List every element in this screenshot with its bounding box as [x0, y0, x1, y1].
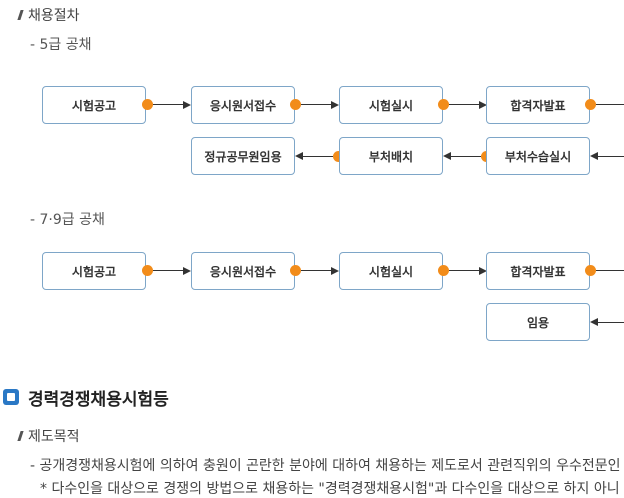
grade5-label: - 5급 공채: [30, 37, 92, 53]
connector-dot: [585, 265, 596, 276]
arrow-right-icon: [183, 101, 191, 109]
flow-step-application: 응시원서접수: [191, 252, 295, 290]
flow-step-results: 합격자발표: [486, 86, 590, 124]
connector-line: [303, 156, 333, 157]
connector-line: [153, 104, 183, 105]
connector-dot: [438, 265, 449, 276]
section-bullet-icon: [17, 431, 24, 441]
connector-line: [596, 270, 624, 271]
connector-dot: [333, 151, 344, 162]
arrow-right-icon: [479, 267, 487, 275]
flow-step-appointment: 임용: [486, 303, 590, 341]
flow-step-notice: 시험공고: [42, 86, 146, 124]
arrow-left-icon: [443, 152, 451, 160]
connector-line: [598, 156, 624, 157]
connector-line: [449, 270, 479, 271]
flow-step-application: 응시원서접수: [191, 86, 295, 124]
connector-line: [598, 322, 624, 323]
purpose-note: * 다수인을 대상으로 경쟁의 방법으로 채용하는 "경력경쟁채용시험"과 다수…: [40, 481, 620, 497]
arrow-left-icon: [295, 152, 303, 160]
connector-line: [596, 104, 624, 105]
connector-dot: [290, 99, 301, 110]
flow-step-assignment: 부처배치: [339, 137, 443, 175]
flow-step-probation: 부처수습실시: [486, 137, 590, 175]
connector-line: [301, 104, 331, 105]
arrow-right-icon: [479, 101, 487, 109]
arrow-right-icon: [331, 101, 339, 109]
grade79-label: - 7·9급 공채: [30, 212, 105, 228]
career-heading: 경력경쟁채용시험등: [28, 390, 169, 410]
connector-line: [301, 270, 331, 271]
purpose-title: 제도목적: [28, 429, 80, 445]
arrow-left-icon: [590, 152, 598, 160]
purpose-line-1: - 공개경쟁채용시험에 의하여 충원이 곤란한 분야에 대하여 채용하는 제도로…: [30, 458, 621, 474]
connector-dot: [142, 265, 153, 276]
connector-dot: [585, 99, 596, 110]
section-bullet-icon: [17, 10, 24, 20]
arrow-right-icon: [183, 267, 191, 275]
connector-dot: [438, 99, 449, 110]
arrow-left-icon: [590, 318, 598, 326]
connector-dot: [290, 265, 301, 276]
procedure-title: 채용절차: [28, 8, 80, 24]
flow-step-results: 합격자발표: [486, 252, 590, 290]
connector-dot: [142, 99, 153, 110]
flow-step-exam: 시험실시: [339, 252, 443, 290]
connector-line: [449, 104, 479, 105]
arrow-right-icon: [331, 267, 339, 275]
section-square-icon: [3, 389, 19, 405]
connector-line: [451, 156, 481, 157]
flow-step-regular-appointment: 정규공무원임용: [191, 137, 295, 175]
flow-step-exam: 시험실시: [339, 86, 443, 124]
connector-line: [153, 270, 183, 271]
flow-step-notice: 시험공고: [42, 252, 146, 290]
